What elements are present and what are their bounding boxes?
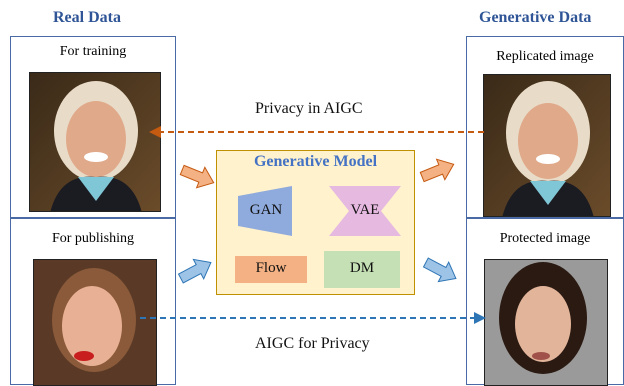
aigc-for-privacy-arrowhead <box>474 312 486 324</box>
gan-shape <box>238 186 292 236</box>
publishing-caption: For publishing <box>51 231 135 246</box>
protected-caption: Protected image <box>499 231 591 246</box>
replicated-photo <box>483 74 611 217</box>
flow-shape <box>235 256 307 283</box>
training-to-model-arrow <box>179 164 215 189</box>
training-photo <box>29 72 161 212</box>
model-shapes <box>235 186 401 288</box>
dm-label: DM <box>349 260 375 276</box>
generative-model-title: Generative Model <box>253 153 378 170</box>
privacy-in-aigc-label: Privacy in AIGC <box>255 100 363 117</box>
vae-shape <box>329 186 401 236</box>
protected-photo <box>484 259 608 386</box>
gan-label: GAN <box>249 202 283 218</box>
aigc-for-privacy-label: AIGC for Privacy <box>255 335 370 352</box>
generative-data-header: Generative Data <box>479 9 592 26</box>
privacy-in-aigc-arrowhead <box>149 126 161 138</box>
replicated-caption: Replicated image <box>496 49 594 64</box>
real-training-panel: For training <box>10 36 176 218</box>
protected-panel: Protected image <box>466 218 624 386</box>
model-to-replicated-arrow <box>419 158 455 183</box>
publishing-photo <box>33 259 157 386</box>
replicated-panel: Replicated image <box>466 36 624 218</box>
flow-label: Flow <box>255 260 287 276</box>
model-to-protected-arrow <box>422 257 457 283</box>
real-publishing-panel: For publishing <box>10 218 176 386</box>
generative-model-box: Generative Model GAN VAE Flow DM <box>216 150 415 295</box>
publishing-to-model-arrow <box>177 258 212 284</box>
dm-shape <box>324 251 400 288</box>
real-data-header: Real Data <box>53 9 121 26</box>
training-caption: For training <box>59 44 127 59</box>
vae-label: VAE <box>350 202 380 218</box>
